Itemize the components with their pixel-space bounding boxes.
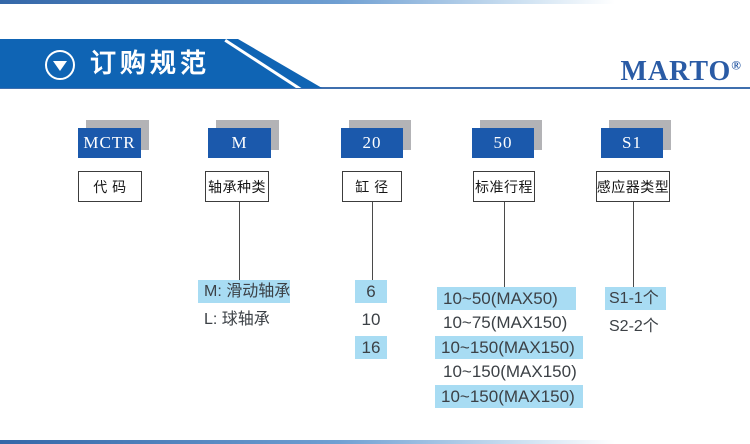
- model-code-box-stroke: 50: [472, 128, 534, 158]
- field-label-code: 代 码: [78, 171, 142, 202]
- triangle-down-icon: [45, 50, 75, 80]
- option-bore-10: 10: [361, 310, 381, 329]
- page-title: 订购规范: [90, 48, 211, 78]
- model-code-box-mctr: MCTR: [78, 128, 141, 158]
- option-stroke-2: 10~75(MAX150): [443, 313, 568, 332]
- header-banner: 订购规范: [0, 39, 322, 88]
- option-stroke-1: 10~50(MAX50): [437, 287, 576, 310]
- connector-line-sensor: [633, 202, 634, 287]
- option-bearing-sliding: M: 滑动轴承: [198, 280, 290, 303]
- field-label-sensor: 感应器类型: [596, 171, 670, 202]
- model-code-box-bearing: M: [208, 128, 271, 158]
- option-sensor-s1: S1-1个: [605, 287, 666, 310]
- model-code-box-sensor: S1: [601, 128, 663, 158]
- banner-diagonal-stripe: [224, 39, 310, 88]
- option-stroke-3: 10~150(MAX150): [435, 336, 583, 359]
- option-bearing-ball: L: 球轴承: [204, 311, 270, 328]
- field-label-bearing: 轴承种类: [205, 171, 269, 202]
- model-code-box-bore: 20: [341, 128, 403, 158]
- option-stroke-4: 10~150(MAX150): [443, 362, 577, 381]
- option-stroke-5: 10~150(MAX150): [435, 385, 583, 408]
- triangle-glyph: [53, 61, 67, 71]
- brand-logo: MARTO®: [620, 56, 742, 88]
- connector-line-stroke: [504, 202, 505, 287]
- top-accent-bar: [0, 0, 750, 4]
- field-label-stroke: 标准行程: [473, 171, 535, 202]
- bottom-accent-bar: [0, 440, 750, 444]
- option-bore-6: 6: [355, 280, 387, 303]
- connector-line-bearing: [239, 202, 240, 280]
- connector-line-bore: [372, 202, 373, 280]
- header-divider: [0, 87, 750, 89]
- brand-name: MARTO: [620, 56, 732, 87]
- option-sensor-s2: S2-2个: [609, 318, 659, 335]
- field-label-bore: 缸 径: [342, 171, 402, 202]
- option-bore-16: 16: [355, 336, 387, 359]
- registered-mark: ®: [731, 57, 742, 73]
